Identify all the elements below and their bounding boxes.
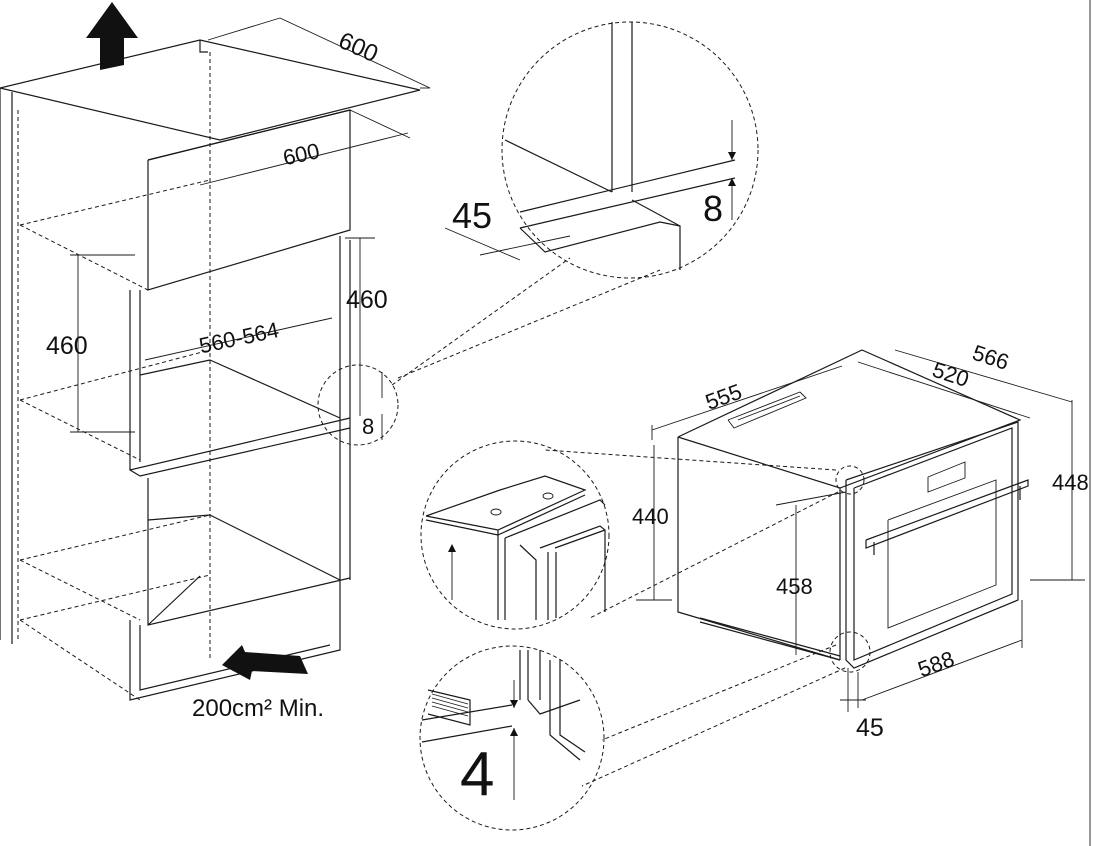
oven-drawing: 555 566 520 448 440 458 588 45 [632,340,1089,742]
bottom-detail: 4 [419,645,605,831]
intake-arrow-icon [222,645,308,680]
dim-oven-front-overhang: 45 [856,714,884,742]
dim-detail-top-depth: 45 [452,195,492,236]
dim-niche-width: 560-564 [197,317,281,358]
mid-detail [420,440,610,630]
dim-oven-depth: 555 [702,379,745,415]
dim-detail-top-step: 8 [703,188,723,229]
dim-oven-height-front: 458 [776,574,813,599]
ventilation-label: 200cm² Min. [192,695,324,722]
dim-oven-height-body: 440 [632,504,669,529]
dim-shelf-step: 8 [362,414,374,439]
dim-inner-depth: 600 [281,138,322,170]
dim-detail-bottom-gap: 4 [460,740,494,809]
cabinet-drawing: 600 600 460 460 560-564 8 200cm² Min. [0,2,431,722]
dim-oven-width-outer: 566 [969,340,1012,375]
dim-oven-front-width: 588 [915,646,958,682]
exhaust-arrow-icon [86,2,138,70]
top-detail: 45 8 [444,21,759,279]
dim-oven-width-inner: 520 [929,357,972,392]
dim-niche-height-left: 460 [46,332,88,360]
dim-oven-height-total: 448 [1052,470,1089,495]
dim-niche-height-right: 460 [346,286,388,314]
